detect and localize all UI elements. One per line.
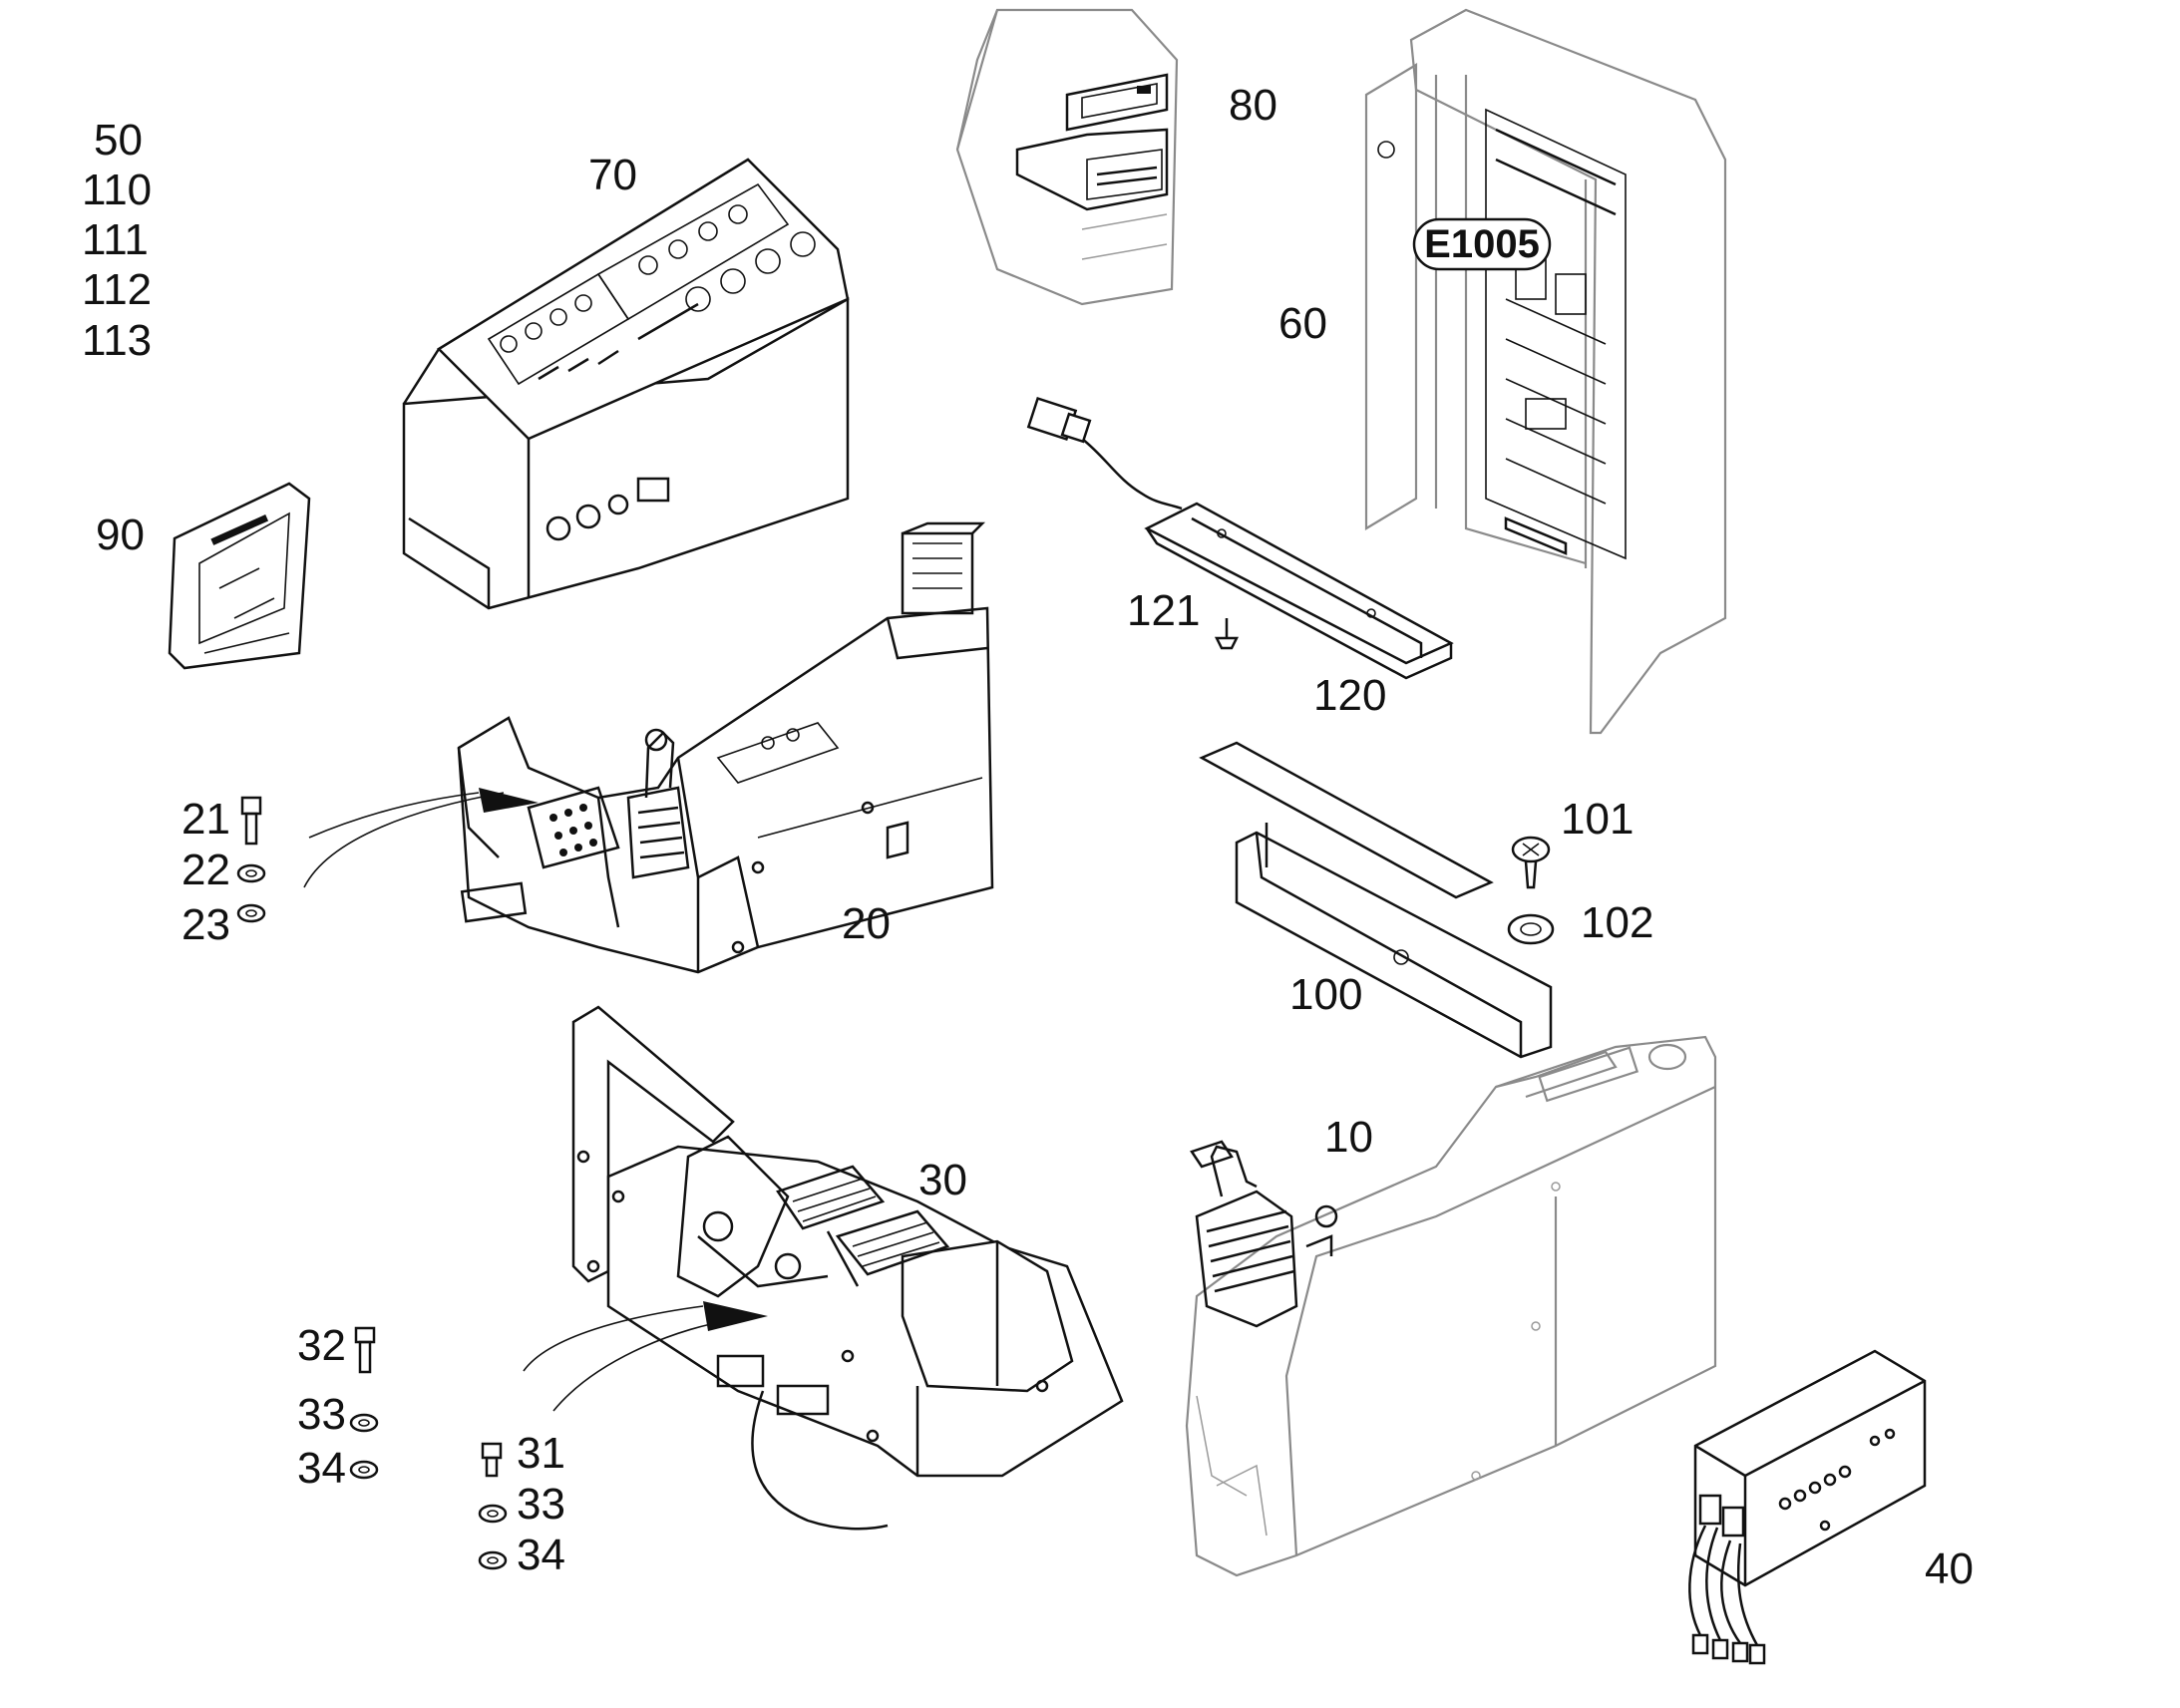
label-70: 70 <box>588 151 637 199</box>
label-34-right: 34 <box>517 1531 565 1579</box>
label-110: 110 <box>82 166 152 214</box>
screw-31 <box>481 1442 503 1478</box>
control-box-connectors <box>1688 1494 1766 1665</box>
label-50: 50 <box>94 116 143 165</box>
part-100-channel-rail <box>1199 741 1553 1059</box>
screw-121 <box>1214 618 1240 650</box>
label-33-right: 33 <box>517 1480 565 1529</box>
label-22: 22 <box>182 846 230 894</box>
radio-unit-upper <box>1065 73 1169 132</box>
part-80-radio-cabinet <box>955 8 1179 306</box>
label-101: 101 <box>1561 795 1634 844</box>
washer-23 <box>236 903 266 923</box>
part-70-control-panel <box>402 158 850 610</box>
part-number-labels: 50 110 111 112 113 70 80 60 90 121 120 2… <box>82 81 1974 1593</box>
label-33-left: 33 <box>297 1390 346 1439</box>
cabinet-interior <box>1485 108 1627 560</box>
part-30-pedal-frame <box>523 1005 1124 1531</box>
pedal-right <box>835 1209 950 1276</box>
label-21: 21 <box>182 795 230 844</box>
label-60: 60 <box>1278 299 1327 348</box>
label-23: 23 <box>182 900 230 949</box>
label-31: 31 <box>517 1429 565 1478</box>
pedal-frame-arrow <box>523 1301 768 1412</box>
panel-front-connectors <box>545 477 670 541</box>
screw-32 <box>354 1326 376 1374</box>
washer-33-left <box>349 1413 379 1433</box>
left-console-rear-module <box>901 521 986 615</box>
label-120: 120 <box>1313 671 1386 720</box>
label-90: 90 <box>96 511 145 559</box>
label-102: 102 <box>1581 898 1653 947</box>
label-113: 113 <box>82 316 152 365</box>
e1005-badge-text: E1005 <box>1424 222 1540 266</box>
label-111: 111 <box>82 215 149 264</box>
label-80: 80 <box>1229 81 1277 130</box>
washer-33-right <box>478 1504 508 1524</box>
part-90-display-monitor <box>168 482 311 670</box>
screw-21 <box>240 796 262 846</box>
part-10-right-console <box>1185 1035 1717 1577</box>
pedal-wire <box>716 1354 889 1531</box>
part-120-light-bar <box>1026 396 1454 680</box>
right-joystick <box>1190 1140 1338 1328</box>
washer-34-left <box>349 1460 379 1480</box>
left-joystick <box>626 728 690 879</box>
light-bar-cable <box>1026 396 1183 511</box>
part-40-control-box <box>1688 1349 1927 1665</box>
label-100: 100 <box>1289 970 1362 1019</box>
label-10: 10 <box>1324 1113 1373 1162</box>
pedal-left <box>776 1165 886 1230</box>
label-30: 30 <box>918 1156 967 1204</box>
part-60-electrical-cabinet: E1005 <box>1364 8 1727 735</box>
pedal-mechanism <box>576 1135 1049 1443</box>
label-40: 40 <box>1925 1544 1974 1593</box>
screw-101 <box>1511 836 1551 889</box>
washer-34-right <box>478 1550 508 1570</box>
label-32: 32 <box>297 1321 346 1370</box>
label-20: 20 <box>842 899 891 948</box>
left-console-keypad <box>460 786 620 923</box>
panel-controls <box>487 182 816 386</box>
label-112: 112 <box>82 265 152 314</box>
label-121: 121 <box>1127 586 1200 635</box>
left-console-arrow <box>303 788 539 888</box>
e1005-badge: E1005 <box>1412 217 1552 271</box>
part-20-left-console <box>303 521 994 974</box>
washer-102 <box>1507 913 1555 945</box>
label-34-left: 34 <box>297 1444 346 1493</box>
radio-unit-lower <box>1015 128 1169 211</box>
washer-22 <box>236 863 266 883</box>
